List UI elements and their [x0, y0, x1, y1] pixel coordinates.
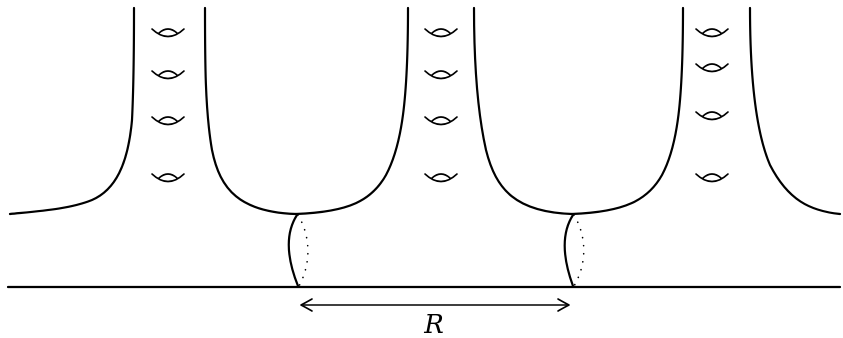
neck-right-front-curve: [563, 213, 575, 288]
handle-icon: [151, 116, 185, 126]
arrowhead-left-icon: [300, 298, 313, 312]
handle-column-3: [695, 28, 729, 183]
neck-connector-right: [563, 213, 585, 288]
period-arrow: [300, 298, 570, 312]
handle-column-1: [151, 28, 185, 183]
period-label: R: [423, 310, 444, 338]
arrowhead-right-icon: [557, 298, 570, 312]
neck-connector-left: [287, 213, 309, 288]
tube-left-inner-wall: [203, 6, 298, 216]
handle-icon: [424, 70, 458, 80]
handle-icon: [695, 63, 729, 73]
tube-right-left-wall: [570, 6, 685, 216]
tube-left: [8, 6, 298, 216]
handle-icon: [424, 28, 458, 38]
handle-icon: [151, 28, 185, 38]
neck-left-back-curve: [297, 214, 309, 287]
tube-middle: [294, 6, 574, 216]
handle-icon: [695, 28, 729, 38]
handle-icon: [695, 173, 729, 183]
tube-middle-right-wall: [472, 6, 574, 216]
neck-left-front-curve: [287, 213, 300, 288]
tube-left-outer-wall: [8, 6, 136, 216]
handle-icon: [151, 173, 185, 183]
handle-icon: [695, 111, 729, 121]
tube-middle-left-wall: [294, 6, 410, 216]
tube-right-right-wall: [748, 6, 842, 216]
tube-right: [570, 6, 842, 216]
handle-column-2: [424, 28, 458, 183]
handle-icon: [151, 70, 185, 80]
handle-icon: [424, 173, 458, 183]
handle-icon: [424, 116, 458, 126]
neck-right-back-curve: [573, 214, 585, 287]
